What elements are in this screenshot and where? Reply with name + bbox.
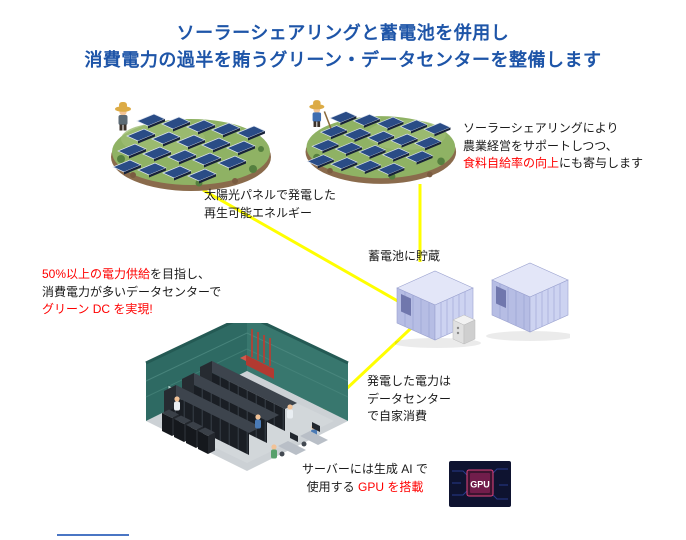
solar-farm-left-illustration [111, 102, 271, 191]
self-consumption-note: 発電した電力は データセンター で自家消費 [367, 373, 451, 426]
gpu-chip-label: GPU [470, 480, 490, 490]
title-line-2: 消費電力の過半を賄うグリーン・データセンターを整備します [84, 50, 602, 70]
power-supply-goal-line1-rest: を目指し、 [150, 267, 211, 281]
green-dc-red-text: グリーン DC を実現! [42, 302, 153, 316]
gpu-chip: GPU [449, 461, 511, 507]
work-desks [278, 422, 328, 457]
gpu-server-note: サーバーには生成 AI で 使用する GPU を搭載 [284, 461, 446, 496]
self-consumption-note-line2: データセンター [367, 391, 452, 406]
solar-sharing-note-line2: 農業経営をサポートしつつ、 [463, 138, 618, 153]
title-line-1: ソーラーシェアリングと蓄電池を併用し [176, 23, 510, 43]
food-self-sufficiency-red-text: 食料自給率の向上 [463, 156, 560, 170]
renewable-energy-label-line1: 太陽光パネルで発電した [204, 188, 337, 202]
farmer-icon [115, 102, 131, 131]
red-cables [240, 329, 274, 379]
gpu-server-note-line1: サーバーには生成 AI で [302, 462, 428, 476]
gpu-server-note-line2-black: 使用する [306, 479, 358, 494]
solar-sharing-note: ソーラーシェアリングにより 農業経営をサポートしつつ、 食料自給率の向上にも寄与… [463, 120, 643, 173]
bottom-accent-line [57, 534, 129, 536]
server-rack-row [164, 385, 261, 455]
solar-sharing-note-line1: ソーラーシェアリングにより [463, 121, 619, 135]
solar-sharing-note-line3-rest: にも寄与します [559, 156, 644, 170]
power-supply-goal-note: 50%以上の電力供給を目指し、 消費電力が多いデータセンターで グリーン DC … [42, 266, 221, 319]
renewable-energy-label: 太陽光パネルで発電した 再生可能エネルギー [204, 187, 336, 222]
renewable-energy-label-line2: 再生可能エネルギー [204, 205, 313, 220]
standalone-racks [162, 409, 215, 454]
fifty-percent-red-text: 50%以上の電力供給 [42, 267, 151, 281]
power-supply-goal-line2: 消費電力が多いデータセンターで [42, 284, 222, 299]
slide-title: ソーラーシェアリングと蓄電池を併用し 消費電力の過半を賄うグリーン・データセンタ… [0, 20, 686, 74]
solar-farm-right-illustration [305, 100, 457, 184]
gpu-server-note-line2: 使用する GPU を搭載 [284, 479, 446, 497]
self-consumption-note-line3: で自家消費 [367, 409, 428, 423]
transformer-box [452, 314, 476, 345]
gpu-red-text: GPU を搭載 [358, 479, 424, 494]
battery-container-right [491, 262, 569, 333]
solar-sharing-note-line3: 食料自給率の向上にも寄与します [463, 155, 643, 173]
datacenter-illustration [145, 323, 349, 471]
self-consumption-note-line1: 発電した電力は [367, 374, 452, 388]
battery-storage-label: 蓄電池に貯蔵 [368, 249, 441, 263]
farmer-icon [309, 100, 332, 129]
battery-storage-illustration [395, 262, 570, 348]
power-supply-goal-line1: 50%以上の電力供給を目指し、 [42, 266, 221, 284]
